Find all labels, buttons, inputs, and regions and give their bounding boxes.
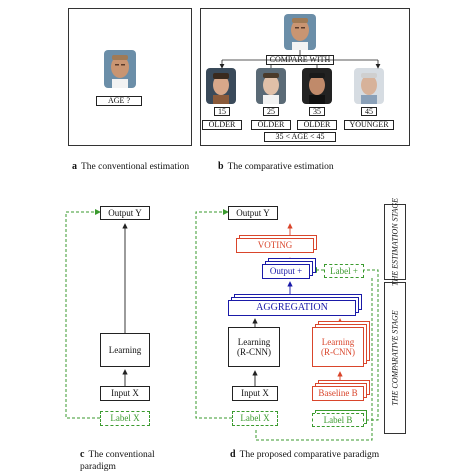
c-input-x-box: Input X xyxy=(100,386,150,401)
reference-face-35 xyxy=(302,68,332,104)
d-input-x-box: Input X xyxy=(232,386,278,401)
relation-younger: YOUNGER xyxy=(344,120,394,130)
d-aggregation-box: AGGREGATION xyxy=(228,300,356,316)
d-label-b-box: Label B xyxy=(312,413,364,427)
d-label-plus-box: Label + xyxy=(324,264,364,278)
c-output-y-box: Output Y xyxy=(100,206,150,220)
caption-c-text: The conventional paradigm xyxy=(80,450,155,473)
relation-older-2: OLDER xyxy=(251,120,291,130)
age-question-box: AGE ? xyxy=(96,96,142,106)
caption-a-letter: a xyxy=(72,161,77,172)
caption-c-letter: c xyxy=(80,449,85,460)
d-label-x-box: Label X xyxy=(232,411,278,426)
d-output-plus-box: Output + xyxy=(262,264,310,279)
d-output-y-box: Output Y xyxy=(228,206,278,220)
ref-age-25: 25 xyxy=(263,107,279,116)
reference-face-15 xyxy=(206,68,236,104)
query-face-photo xyxy=(104,50,136,88)
c-learning-box: Learning xyxy=(100,333,150,367)
comparative-stage-label: THE COMPARATIVE STAGE xyxy=(390,310,400,406)
reference-face-25 xyxy=(256,68,286,104)
caption-a-text: The conventional estimation xyxy=(81,162,190,172)
caption-b-text: The comparative estimation xyxy=(227,162,334,172)
d-baseline-b-box: Baseline B xyxy=(312,386,364,401)
age-range-result: 35 < AGE < 45 xyxy=(264,132,336,142)
ref-age-45: 45 xyxy=(361,107,377,116)
comparative-stage-band: THE COMPARATIVE STAGE xyxy=(384,282,406,434)
caption-b-letter: b xyxy=(218,161,224,172)
ref-age-15: 15 xyxy=(214,107,230,116)
relation-older-3: OLDER xyxy=(297,120,337,130)
estimation-stage-label: THE ESTIMATION STAGE xyxy=(390,198,400,286)
d-learning-right-box: Learning (R-CNN) xyxy=(312,327,364,367)
d-voting-box: VOTING xyxy=(236,238,314,253)
ref-age-35: 35 xyxy=(309,107,325,116)
estimation-stage-band: THE ESTIMATION STAGE xyxy=(384,198,406,286)
relation-older-1: OLDER xyxy=(202,120,242,130)
caption-d-letter: d xyxy=(230,449,236,460)
caption-a: a The conventional estimation xyxy=(72,160,192,173)
query-face-photo-b xyxy=(284,14,316,50)
caption-d-text: The proposed comparative paradigm xyxy=(239,450,380,460)
d-learning-left-box: Learning (R-CNN) xyxy=(228,327,280,367)
reference-face-45 xyxy=(354,68,384,104)
c-label-x-box: Label X xyxy=(100,411,150,426)
